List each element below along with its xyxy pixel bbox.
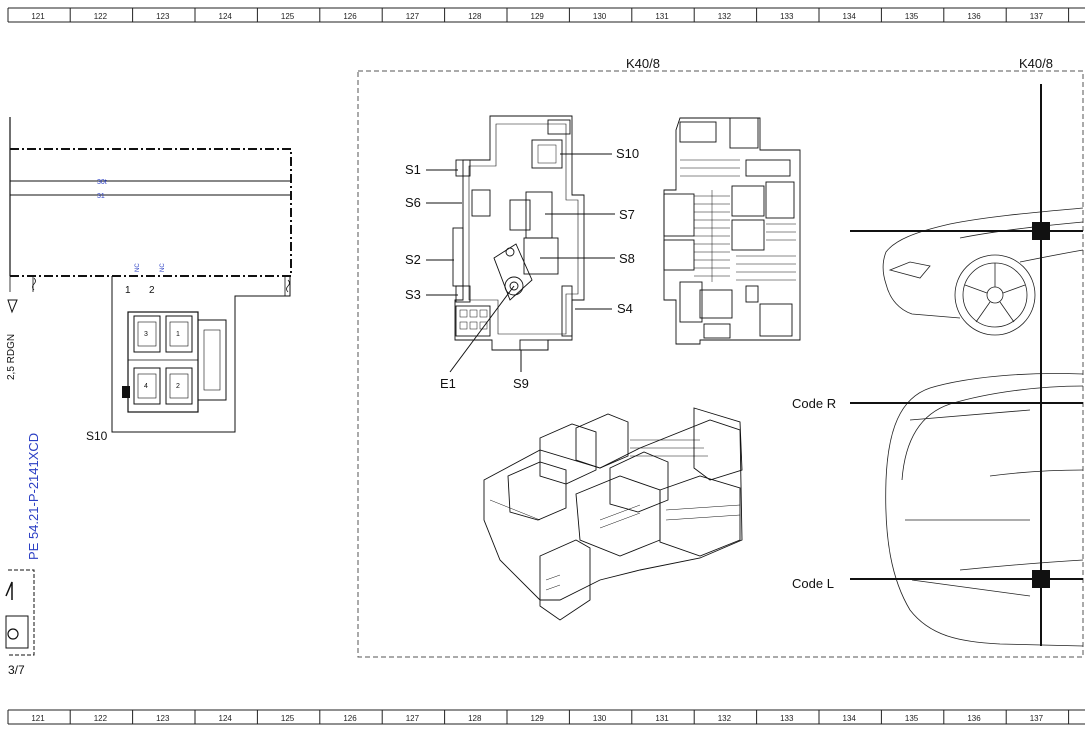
fuse-label-s9: S9	[513, 376, 529, 391]
connector-housing-outline	[9, 276, 291, 433]
ruler-top-number: 123	[156, 12, 170, 21]
fuse-label-s7: S7	[619, 207, 635, 222]
nc-label-1: NC	[135, 263, 141, 272]
ruler-top-number: 129	[531, 12, 545, 21]
ruler-top-number: 137	[1030, 12, 1044, 21]
wire-30t: 30t	[10, 179, 291, 186]
ruler-bottom-number: 126	[343, 714, 357, 723]
cavity-3: 3	[144, 331, 148, 338]
k40-8-boundary	[357, 70, 1084, 658]
ruler-top-number: 124	[219, 12, 233, 21]
fuse-label-s8: S8	[619, 251, 635, 266]
ruler-bottom-number: 128	[468, 714, 482, 723]
ruler-top-number: 134	[843, 12, 857, 21]
ruler-bottom-number: 121	[31, 714, 45, 723]
ruler-bottom-number: 135	[905, 714, 919, 723]
fuse-box-isometric-view	[483, 407, 743, 621]
cavity-1: 1	[176, 331, 180, 338]
ruler-top-number: 133	[780, 12, 794, 21]
fuse-label-e1: E1	[440, 376, 456, 391]
ruler-bottom-number: 137	[1030, 714, 1044, 723]
ruler-bottom-number: 129	[531, 714, 545, 723]
ruler-top-number: 125	[281, 12, 295, 21]
nc-label-2: NC	[160, 263, 166, 272]
fuse-label-s3: S3	[405, 287, 421, 302]
ruler-bottom-number: 130	[593, 714, 607, 723]
ruler-top: 121 122 123 124 125 126 127 128 129 130 131 132 133 1…	[7, 7, 1085, 23]
ruler-top-number: 130	[593, 12, 607, 21]
fuse-box-top-view	[452, 115, 585, 351]
ruler-top-number: 132	[718, 12, 732, 21]
wire-spec-label: 2,5 RDGN	[6, 334, 17, 380]
ruler-top-number: 121	[31, 12, 45, 21]
control-unit-boundary	[9, 117, 292, 277]
fuse-label-s2: S2	[405, 252, 421, 267]
component-id-label: K40/8	[626, 56, 660, 71]
ground-wire	[7, 299, 18, 314]
page-reference-link[interactable]: PE 54.21-P-2141XCD	[26, 433, 41, 560]
ruler-top-number: 131	[655, 12, 669, 21]
ruler-top-number: 122	[94, 12, 108, 21]
fuse-label-s10: S10	[616, 146, 639, 161]
component-id-right-label: K40/8	[1019, 56, 1053, 71]
leader-lines	[426, 153, 615, 373]
connector-label: S10	[86, 429, 108, 443]
wire-31: 31	[10, 193, 291, 200]
ruler-bottom-number: 124	[219, 714, 233, 723]
code-l-label: Code L	[792, 576, 834, 591]
cavity-2: 2	[176, 383, 180, 390]
connector-s10: 3 1 4 2	[122, 311, 227, 413]
vehicle-side-view	[882, 207, 1084, 336]
pin-2-label: 2	[149, 285, 155, 296]
ruler-top-number: 135	[905, 12, 919, 21]
fuse-label-s4: S4	[617, 301, 633, 316]
ruler-top-number: 128	[468, 12, 482, 21]
ruler-top-number: 126	[343, 12, 357, 21]
sheet-reference: 3/7	[8, 663, 25, 677]
cavity-4: 4	[144, 383, 148, 390]
fuse-label-s6: S6	[405, 195, 421, 210]
code-markers	[850, 84, 1083, 646]
wire-30t-label: 30t	[97, 179, 107, 186]
pin-1-label: 1	[125, 285, 131, 296]
ruler-bottom-number: 133	[780, 714, 794, 723]
ruler-top-number: 127	[406, 12, 420, 21]
fuse-label-s1: S1	[405, 162, 421, 177]
code-r-label: Code R	[792, 396, 836, 411]
ruler-bottom-number: 125	[281, 714, 295, 723]
ruler-top-number: 136	[967, 12, 981, 21]
ruler-bottom-number: 122	[94, 714, 108, 723]
vehicle-front-view	[885, 373, 1084, 647]
ruler-bottom-number: 127	[406, 714, 420, 723]
fuse-box-bottom-view	[663, 117, 801, 345]
fuse-component-bottom-left	[5, 569, 35, 656]
wire-31-label: 31	[97, 193, 105, 200]
ruler-bottom: 121 122 123 124 125 126 127 128 129 130 131 132 133 1…	[7, 709, 1085, 725]
ruler-bottom-number: 136	[967, 714, 981, 723]
ruler-bottom-number: 131	[655, 714, 669, 723]
ruler-bottom-number: 123	[156, 714, 170, 723]
ruler-bottom-number: 132	[718, 714, 732, 723]
ruler-bottom-number: 134	[843, 714, 857, 723]
